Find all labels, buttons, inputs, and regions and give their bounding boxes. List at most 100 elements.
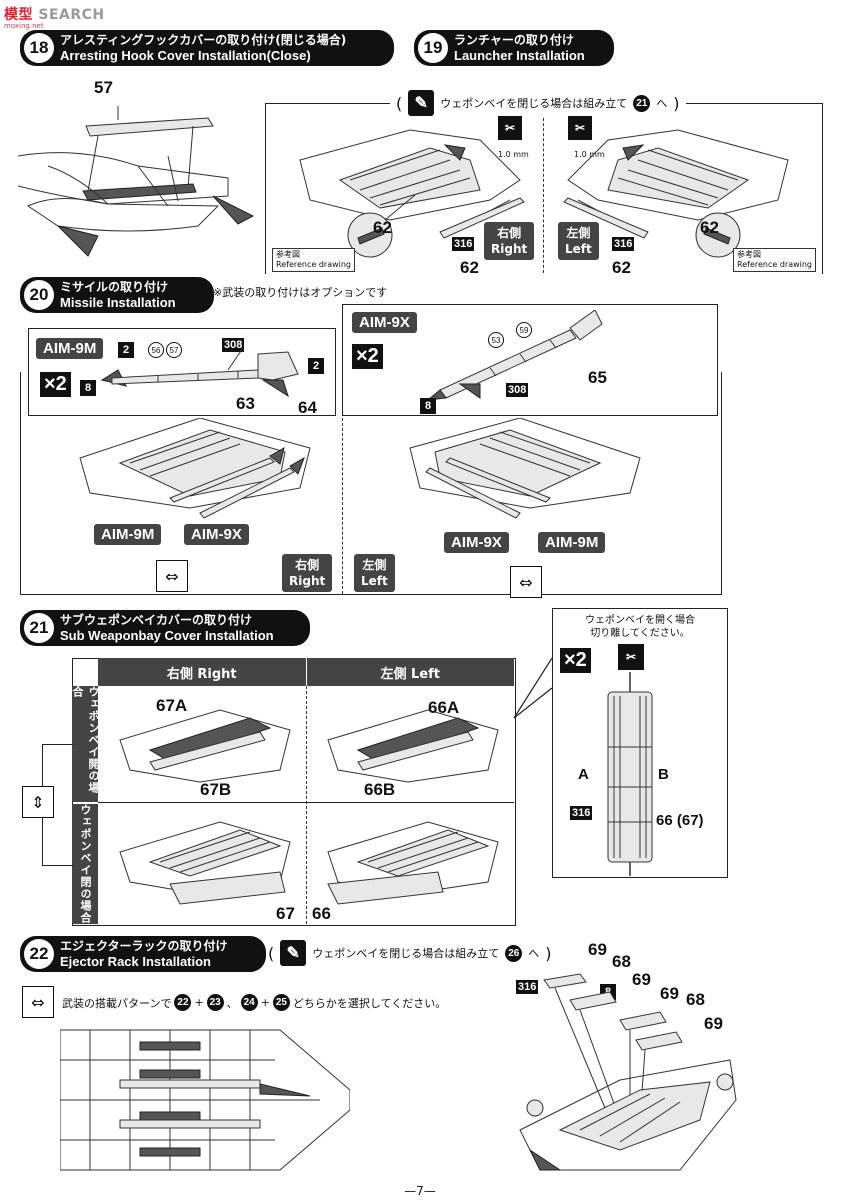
part-b-label: B xyxy=(658,766,669,783)
part-316-label-2: 316 xyxy=(612,237,635,251)
step-ref-26: 26 xyxy=(505,944,523,962)
step-21-table-header: 右側 Right 左側 Left xyxy=(98,658,514,686)
step-number: 18 xyxy=(24,33,54,63)
weapon-pattern-drawing xyxy=(60,1029,350,1171)
row-open-label: ウェポンベイ開の場合 xyxy=(71,686,100,802)
part-63-label: 63 xyxy=(236,394,255,413)
column-left-header: 左側 Left xyxy=(380,666,441,682)
missile-bay-left-drawing xyxy=(409,418,641,519)
cut-icon: ✂ xyxy=(498,116,522,140)
step-ref-21: 21 xyxy=(633,94,651,112)
row-closed-label: ウェポンベイ閉の場合 xyxy=(72,804,98,924)
part-68-label: 68 xyxy=(612,952,631,971)
part-62-label: 62 xyxy=(373,218,392,237)
updown-arrows-icon: ⇕ xyxy=(22,786,54,818)
part-66-label: 66 xyxy=(312,904,331,923)
part-65-label: 65 xyxy=(588,368,607,387)
step-20-divider xyxy=(342,418,343,594)
part-8-label-2: 8 xyxy=(420,398,436,414)
step-20-frame xyxy=(20,372,722,595)
part-68-label-2: 68 xyxy=(686,990,705,1009)
aim9m-label-right: AIM-9M xyxy=(94,524,162,545)
step-number: 19 xyxy=(418,33,448,63)
cut-icon-3: ✂ xyxy=(618,644,644,670)
step-18-header: 18 アレスティングフックカバーの取り付け(閉じる場合)Arresting Ho… xyxy=(20,30,394,66)
ejector-rack-drawing xyxy=(519,973,737,1171)
load-pattern-note: 武装の搭載パターンで 22 + 23 、 24 + 25 どちらかを選択してくだ… xyxy=(62,994,447,1011)
part-2-label-2: 2 xyxy=(308,358,324,374)
step-number: 22 xyxy=(24,939,54,969)
step-ref-22: 22 xyxy=(174,994,192,1011)
part-64-label: 64 xyxy=(298,398,317,417)
part-308-label: 308 xyxy=(222,338,245,352)
quantity-x2: ×2 xyxy=(40,372,71,397)
step-number: 21 xyxy=(24,613,54,643)
step-19-note: ( ✎ ウェポンベイを閉じる場合は組み立て 21 へ ) xyxy=(390,90,686,116)
bay-open-right-drawing xyxy=(119,709,291,783)
step-21-table xyxy=(72,658,516,926)
part-2-label: 2 xyxy=(118,342,134,358)
bay-closed-right-drawing xyxy=(119,821,291,905)
part-316-label-22: 316 xyxy=(516,980,539,994)
step-ref-25: 25 xyxy=(272,994,290,1011)
step-18-drawing xyxy=(18,106,255,257)
part-69-label-3: 69 xyxy=(660,984,679,1003)
step-ref-23: 23 xyxy=(206,994,224,1011)
part-69-label: 69 xyxy=(588,940,607,959)
part-69-label-4: 69 xyxy=(704,1014,723,1033)
part-a-label: A xyxy=(578,766,589,783)
launcher-left-drawing xyxy=(563,129,789,258)
aim9m-label-left: AIM-9M xyxy=(538,532,606,553)
part-66-67-label: 66 (67) xyxy=(656,812,704,829)
hook-cover-part xyxy=(85,117,214,137)
glue-icon: ✎ xyxy=(408,90,435,116)
watermark-logo: 模型 SEARCH xyxy=(4,7,105,23)
part-57-label: 57 xyxy=(94,78,113,97)
launcher-right-drawing xyxy=(299,129,525,258)
part-66b-label: 66B xyxy=(364,780,396,799)
part-62-label-3: 62 xyxy=(612,258,631,277)
aim9m-missile-drawing xyxy=(100,347,299,398)
missile-bay-right-drawing xyxy=(79,418,311,519)
part-56-label: 56 xyxy=(148,342,164,358)
swap-arrows-icon: ⇔ xyxy=(156,560,188,592)
step-19-divider xyxy=(543,118,544,273)
part-62-label-2: 62 xyxy=(460,258,479,277)
step-22-note: ( ✎ ウェポンベイを閉じる場合は組み立て 26 へ ) xyxy=(268,940,552,966)
part-316-label: 316 xyxy=(452,237,475,251)
option-note: ※武装の取り付けはオプションです xyxy=(213,286,388,299)
glue-icon-2: ✎ xyxy=(280,940,307,966)
quantity-x2-2: ×2 xyxy=(352,344,383,369)
part-67-label: 67 xyxy=(276,904,295,923)
step-number: 20 xyxy=(24,280,54,310)
part-308-label-2: 308 xyxy=(506,383,529,397)
callout-pointer xyxy=(513,658,553,719)
part-67a-label: 67A xyxy=(156,696,188,715)
watermark-url: moxing.net xyxy=(4,22,44,30)
aim9x-label-right: AIM-9X xyxy=(184,524,249,545)
part-316-label-21: 316 xyxy=(570,806,593,820)
quantity-x2-21: ×2 xyxy=(560,648,591,673)
part-59-label: 59 xyxy=(516,322,532,338)
step-ref-24: 24 xyxy=(240,994,258,1011)
part-57-label: 57 xyxy=(166,342,182,358)
part-67b-label: 67B xyxy=(200,780,232,799)
aim9x-label: AIM-9X xyxy=(352,312,417,333)
swap-arrows-icon-3: ⇔ xyxy=(22,986,54,1018)
cover-cut-note: ウェポンベイを開く場合切り離してください。 xyxy=(585,615,695,639)
aim9x-missile-drawing xyxy=(426,310,603,401)
cut-size-label: 1.0 mm xyxy=(498,150,529,159)
bay-open-left-drawing xyxy=(327,709,499,783)
column-divider xyxy=(306,686,307,924)
swap-arrows-icon-2: ⇔ xyxy=(510,566,542,598)
bay-closed-left-drawing xyxy=(327,821,499,905)
